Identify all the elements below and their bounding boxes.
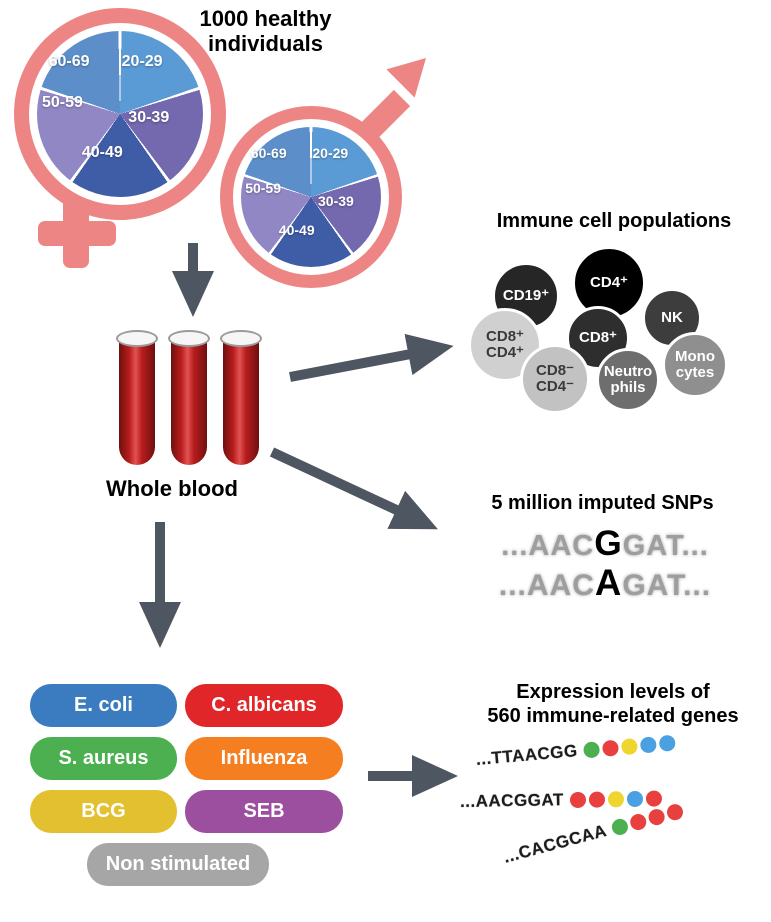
snps-title: 5 million imputed SNPs	[491, 492, 714, 514]
snp-sequence-alt: ...AACAGAT...	[455, 562, 755, 604]
snp-seq-prefix: ...AAC	[498, 569, 595, 602]
cell-label: NK	[661, 309, 683, 327]
arrow-blood-to-snps	[269, 447, 438, 530]
age-label-40-49: 40-49	[278, 222, 315, 239]
cell-label: CD4⁺	[590, 274, 628, 292]
expression-dot	[645, 790, 662, 807]
expression-row: ...AACGGAT	[460, 788, 662, 812]
cell-label: Mono cytes	[675, 348, 715, 381]
age-label-20-29: 20-29	[312, 145, 349, 162]
snp-seq-prefix: ...AAC	[501, 530, 595, 562]
blood-tube	[168, 330, 210, 468]
pill-label: Influenza	[220, 747, 308, 769]
female-symbol-crossbar	[38, 221, 116, 246]
cell-label: CD19⁺	[502, 287, 550, 305]
age-label-30-39: 30-39	[318, 192, 354, 209]
age-label-20-29: 20-29	[121, 52, 163, 70]
cohort-title: 1000 healthy individuals	[199, 6, 332, 57]
pill-label: SEB	[243, 800, 285, 822]
whole-blood-label: Whole blood	[106, 476, 238, 501]
stimulus-bcg: BCG	[30, 790, 177, 833]
cell-cd8pos-cd4pos: CD8⁺ CD4⁺	[468, 308, 542, 382]
gene-sequence: ...AACGGAT	[459, 790, 565, 811]
stimulus-c-albicans: C. albicans	[185, 684, 343, 727]
blood-tube-body	[119, 339, 155, 465]
expression-dot	[665, 802, 685, 822]
immune-populations-title: Immune cell populations	[496, 210, 732, 232]
cell-label: CD8⁺ CD4⁺	[486, 328, 524, 361]
age-label-60-69: 60-69	[48, 52, 90, 70]
expression-dot	[646, 807, 667, 827]
snp-seq-suffix: GAT...	[622, 569, 712, 602]
expression-dot	[620, 737, 639, 756]
blood-tube	[116, 330, 158, 468]
gene-sequence: ...CACGCAA	[501, 820, 609, 867]
blood-tube	[220, 330, 262, 468]
male-arrow-head	[386, 58, 426, 98]
pill-label: BCG	[81, 800, 126, 822]
expression-dot	[628, 812, 649, 832]
stimulus-influenza: Influenza	[185, 737, 343, 780]
expression-dot	[610, 817, 630, 837]
expression-dot	[658, 734, 676, 752]
female-symbol: 20-29 30-39 40-49 50-59 60-69	[14, 8, 226, 220]
snp-sequence-ref: ...AACGGAT...	[455, 524, 755, 564]
expression-dot	[607, 791, 624, 808]
cell-label: CD8⁺	[579, 329, 617, 347]
expression-title: Expression levels of 560 immune-related …	[487, 681, 739, 727]
blood-tube-body	[171, 339, 207, 465]
blood-tube-body	[223, 339, 259, 465]
immune-cell-cluster: CD19⁺ CD4⁺ NK CD8⁺ CD4⁺ CD8⁺ Mono cytes …	[468, 246, 760, 430]
age-label-40-49: 40-49	[81, 143, 123, 161]
expression-dot	[582, 741, 601, 759]
cell-label: CD8⁻ CD4⁻	[536, 362, 574, 395]
stimulus-e-coli: E. coli	[30, 684, 177, 727]
stimulus-non-stimulated: Non stimulated	[87, 843, 269, 886]
female-age-pie: 20-29 30-39 40-49 50-59 60-69	[37, 31, 203, 197]
snp-seq-suffix: GAT...	[622, 530, 709, 562]
cell-monocytes: Mono cytes	[662, 332, 728, 398]
expression-dot	[588, 791, 605, 808]
gene-sequence: ...TTAACGG	[475, 741, 579, 769]
arrow-blood-to-cells	[289, 333, 454, 382]
cell-neutrophils: Neutro phils	[596, 348, 660, 412]
age-label-60-69: 60-69	[250, 145, 287, 162]
cell-cd8neg-cd4neg: CD8⁻ CD4⁻	[520, 344, 590, 414]
blood-tube-cap	[168, 330, 210, 347]
snp-variant-allele: G	[594, 524, 623, 563]
blood-tube-cap	[116, 330, 158, 347]
pill-label: Non stimulated	[105, 853, 251, 875]
cell-label: Neutro phils	[603, 363, 653, 396]
expression-row: ...TTAACGG	[475, 733, 676, 770]
male-symbol: 20-29 30-39 40-49 50-59 60-69	[220, 106, 402, 288]
male-age-pie: 20-29 30-39 40-49 50-59 60-69	[241, 127, 381, 267]
age-label-30-39: 30-39	[128, 109, 170, 127]
age-label-50-59: 50-59	[245, 180, 281, 197]
pill-label: S. aureus	[58, 747, 149, 769]
expression-dot	[626, 790, 643, 808]
stimulus-s-aureus: S. aureus	[30, 737, 177, 780]
pill-label: C. albicans	[211, 694, 317, 716]
expression-dot	[639, 736, 657, 754]
snp-variant-allele: A	[594, 562, 623, 603]
blood-tube-cap	[220, 330, 262, 347]
expression-dot	[569, 791, 586, 809]
stimulus-seb: SEB	[185, 790, 343, 833]
expression-dot	[601, 739, 620, 757]
pill-label: E. coli	[74, 694, 133, 716]
age-label-50-59: 50-59	[41, 94, 83, 112]
